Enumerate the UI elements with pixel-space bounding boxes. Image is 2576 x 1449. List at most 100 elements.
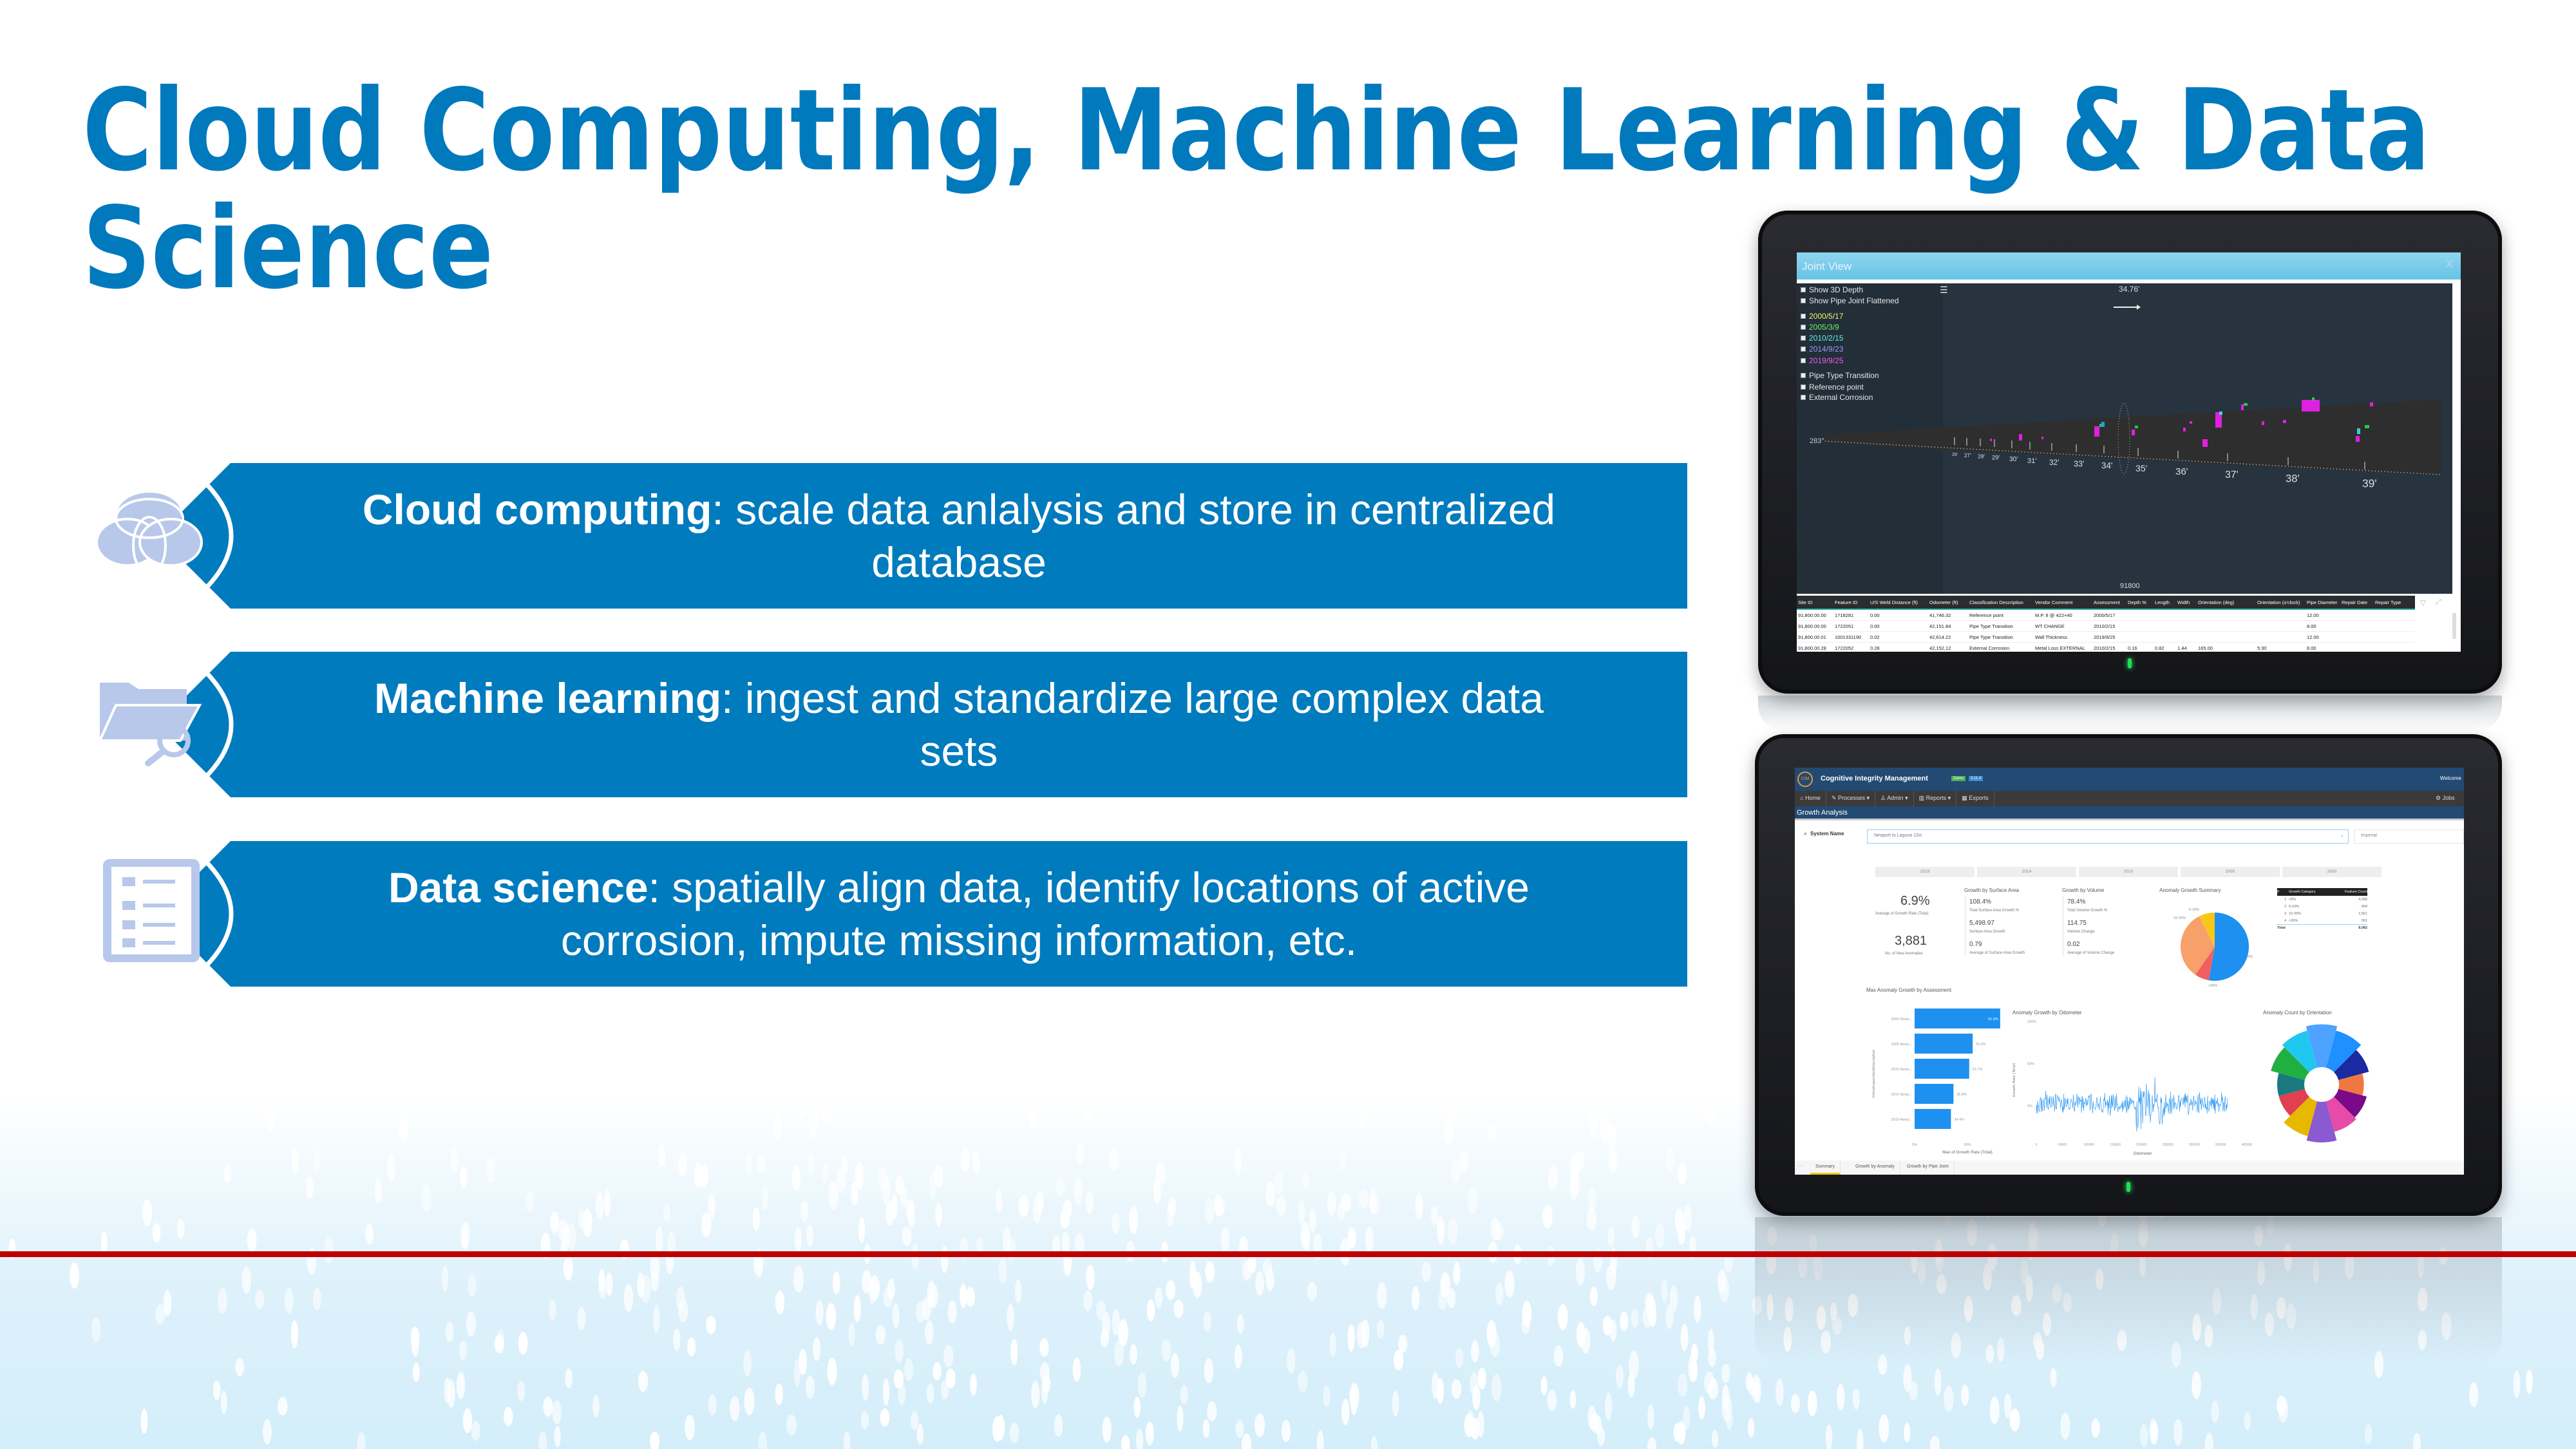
orientation-segment[interactable] [2278,1089,2309,1116]
column-header[interactable]: Repair Type [2375,599,2401,605]
unit-select[interactable]: Imperial [2354,829,2464,844]
year-tab[interactable]: 2014 [1977,867,2076,877]
menu-icon[interactable]: ☰ [1940,285,1948,295]
system-name-select[interactable]: Newport to Laguna 12in⌄ [1867,829,2349,844]
orientation-segment[interactable] [2326,1097,2356,1132]
orientation-segment[interactable] [2277,1073,2305,1096]
layer-checkbox[interactable]: 2005/3/9 [1801,323,1839,332]
pie-slice[interactable] [2195,947,2215,981]
layer-checkbox[interactable]: 2000/5/17 [1801,312,1843,321]
anomaly-marker[interactable] [2241,404,2244,410]
anomaly-marker[interactable] [2183,428,2186,431]
column-header[interactable]: Site ID [1798,599,1813,605]
report-tab-2[interactable]: Growth by Anomaly [1850,1160,1900,1175]
anomaly-marker[interactable] [2302,400,2320,412]
report-tab-1[interactable]: Summary [1810,1160,1841,1175]
bar[interactable] [1915,1109,1951,1129]
anomaly-marker[interactable] [2262,421,2264,425]
anomaly-marker[interactable] [1990,439,1992,441]
column-header[interactable]: Length [2155,599,2170,605]
expand-icon[interactable]: ⤢ [2436,598,2441,606]
tab-prev-icon[interactable]: ‹ › [1798,1164,1803,1168]
nav-item-exports[interactable]: ▦ Exports [1956,791,1994,806]
anomaly-marker[interactable] [2094,426,2099,437]
anomaly-marker[interactable] [2370,402,2373,406]
column-header[interactable]: Growth Category [2289,890,2316,894]
column-header[interactable]: # [2277,890,2280,894]
anomaly-marker[interactable] [2202,439,2208,447]
nav-item-admin[interactable]: ♙ Admin ▾ [1875,791,1914,806]
column-header[interactable]: Vendor Comment [2035,599,2073,605]
column-header[interactable]: Assessment [2094,599,2120,605]
welcome-link[interactable]: Welcome [2439,775,2461,781]
filter-icon[interactable]: ▽ [2420,598,2427,607]
orientation-segment[interactable] [2334,1050,2369,1080]
table-scrollbar[interactable] [2452,613,2456,639]
anomaly-marker[interactable] [2101,422,2105,427]
nav-item-reports[interactable]: ▥ Reports ▾ [1914,791,1957,806]
pie-slice[interactable] [2208,913,2249,981]
year-tab[interactable]: 2000 [2282,867,2382,877]
orientation-segment[interactable] [2282,1030,2317,1072]
layer-checkbox[interactable]: Reference point [1801,383,1864,392]
year-tab[interactable]: 2005 [2181,867,2280,877]
anomaly-marker[interactable] [2135,426,2138,428]
column-header[interactable]: Repair Date [2342,599,2368,605]
orientation-segment[interactable] [2284,1097,2317,1137]
anomaly-growth-pie-chart[interactable]: <5%>20%10-20%5-10% [2155,896,2278,999]
orientation-segment[interactable] [2334,1089,2367,1118]
anomaly-marker[interactable] [2215,412,2222,428]
max-growth-bar-chart[interactable]: 2000 Newp...81.0%2005 Newp...55.0%2015 N… [1859,999,2014,1160]
anomaly-marker[interactable] [2312,397,2315,401]
layer-checkbox[interactable]: Show Pipe Joint Flattened [1801,296,1899,305]
report-tab-3[interactable]: Growth by Pipe Joint [1902,1160,1955,1175]
anomaly-marker[interactable] [2019,434,2022,440]
column-header[interactable]: Feature Count [2344,890,2367,894]
column-header[interactable]: Odometer (ft) [1929,599,1958,605]
layer-checkbox[interactable]: Pipe Type Transition [1801,371,1879,380]
pie-slice[interactable] [2181,916,2215,975]
column-header[interactable]: Classification Description [1969,599,2023,605]
column-header[interactable]: Orientation (o'clock) [2257,599,2300,605]
anomaly-marker[interactable] [2283,420,2286,423]
year-tab[interactable]: 2010 [2079,867,2178,877]
orientation-segment[interactable] [2271,1047,2309,1080]
column-header[interactable]: Width [2177,599,2190,605]
column-header[interactable]: Feature ID [1835,599,1858,605]
layer-checkbox[interactable]: 2014/9/23 [1801,345,1843,354]
nav-item-home[interactable]: ⌂ Home [1795,791,1826,806]
orientation-segment[interactable] [2338,1074,2364,1095]
bar[interactable] [1915,1009,2000,1028]
anomaly-marker[interactable] [2357,428,2360,434]
anomaly-marker[interactable] [2365,425,2369,428]
anomaly-marker[interactable] [2041,437,2043,439]
orientation-segment[interactable] [2306,1101,2337,1142]
anomaly-marker[interactable] [2132,430,2135,435]
pipe-joint-3d-model[interactable]: 26'27'28'29'30'31'32'33'34'35'36'37'38'3… [1797,283,2452,594]
orientation-radial-chart[interactable] [2257,1020,2386,1149]
column-header[interactable]: Orientation (deg) [2198,599,2235,605]
app-logo[interactable]: CIM [1797,772,1813,787]
column-header[interactable]: Depth % [2128,599,2146,605]
column-header[interactable]: U/S Weld Distance (ft) [1870,599,1918,605]
bar[interactable] [1915,1084,1954,1104]
nav-item-processes[interactable]: ✎ Processes ▾ [1826,791,1876,806]
layer-checkbox[interactable]: 2010/2/15 [1801,334,1843,343]
nav-jobs[interactable]: ⚙ Jobs [2436,795,2455,802]
bar[interactable] [1915,1059,1969,1079]
anomaly-marker[interactable] [2244,403,2248,406]
year-tab[interactable]: 2019 [1875,867,1975,877]
anomaly-marker[interactable] [2356,436,2360,442]
orientation-segment[interactable] [2306,1024,2338,1068]
growth-series-line[interactable] [2036,1076,2228,1132]
layer-checkbox[interactable]: 2019/9/25 [1801,356,1843,365]
anomaly-marker[interactable] [2190,421,2192,424]
close-icon[interactable]: X [2446,259,2453,270]
anomaly-marker[interactable] [2219,412,2222,415]
layer-checkbox[interactable]: External Corrosion [1801,393,1873,402]
bar[interactable] [1915,1034,1973,1054]
